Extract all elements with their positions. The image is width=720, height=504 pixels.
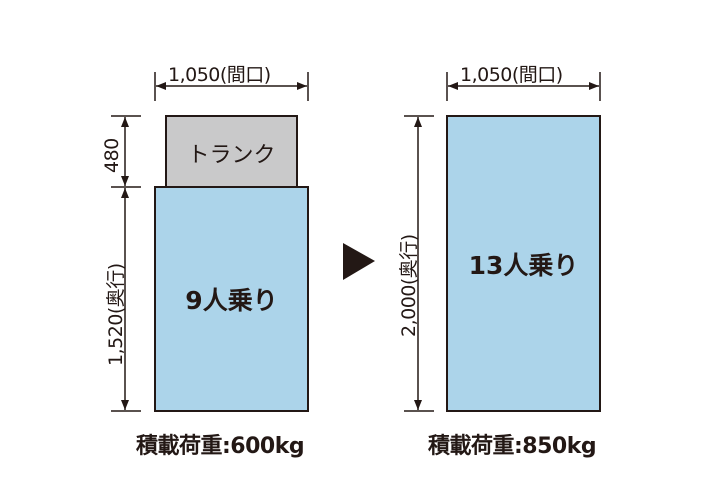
load-label-after: 積載荷重:850kg [428,434,597,459]
trunk-label: トランク [187,143,276,168]
depth-label-before: 1,520(奥行) [105,263,127,366]
load-label-before: 積載荷重:600kg [136,434,305,459]
width-label-after: 1,050(間口) [460,64,563,86]
width-dimension-after [446,72,601,101]
car-box-before [154,186,309,412]
depth-dimension-before [111,115,141,412]
width-dimension-before [154,72,309,101]
trunk-box [165,115,298,188]
car-box-after [446,115,601,412]
capacity-label-after: 13人乗り [468,251,579,280]
trunk-height-label: 480 [101,138,123,173]
capacity-label-before: 9人乗り [185,286,278,315]
right-arrow-icon [343,243,375,280]
depth-label-after: 2,000(奥行) [398,234,420,337]
width-label-before: 1,050(間口) [168,64,271,86]
depth-dimension-after [404,115,434,412]
